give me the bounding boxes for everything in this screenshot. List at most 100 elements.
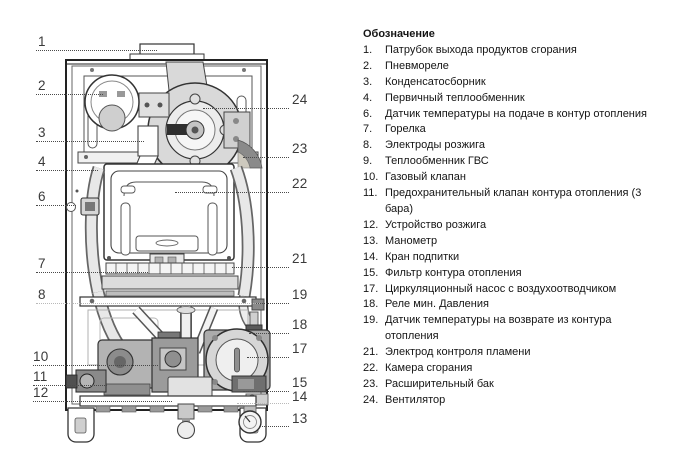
leader-line [203,108,289,109]
legend-item: 17.Циркуляционный насос с воздухоотводчи… [363,282,657,298]
leader-line [36,170,98,171]
leader-line [36,141,144,142]
legend-item-number: 3. [363,75,373,88]
filter-drawing [231,375,267,393]
legend-item: 19. Датчик температуры на возврате из кон… [363,313,657,345]
legend-item-text: Конденсатосборник [385,75,486,88]
manifold-drawing [97,339,157,396]
air-pressure-switch-drawing [84,74,170,132]
callout-14: 14 [292,389,308,404]
callout-4: 4 [38,154,46,169]
leader-line [33,365,158,366]
callout-15: 15 [292,375,308,390]
legend-item: 3. Конденсатосборник [363,75,657,91]
legend-item-text: Теплообменник ГВС [385,155,489,168]
leader-line [232,267,289,268]
legend-item: 1.Патрубок выхода продуктов сгорания [363,43,657,59]
callout-11: 11 [33,369,48,384]
divider-rail-drawing [79,296,257,307]
callout-2: 2 [38,78,46,93]
legend-item-number: 22. [363,362,379,375]
leader-line [247,357,289,358]
combustion-chamber-drawing [103,163,235,261]
legend-item-text: Манометр [385,234,438,247]
leader-line [36,303,260,304]
legend-item-number: 11. [363,187,378,200]
callout-3: 3 [38,125,46,140]
callout-24: 24 [292,92,308,107]
legend-item-number: 1. [363,43,373,56]
legend-item: 14. Кран подпитки [363,250,657,266]
legend-item-text: Газовый клапан [385,171,466,184]
legend-item-number: 7. [363,123,373,136]
legend-item: 4. Первичный теплообменник [363,91,657,107]
safety-valve-drawing [65,369,107,393]
legend-item: 6.Датчик температуры на подаче в контур … [363,107,657,123]
legend-item-number: 18. [363,298,379,311]
legend-item-text: Электроды розжига [385,139,485,152]
fan-drawing [147,61,251,178]
legend-item-text: Первичный теплообменник [385,91,525,104]
legend-item-number: 8. [363,139,373,152]
legend-item-number: 19. [363,314,379,327]
callout-22: 22 [292,176,308,191]
legend-item: 18.Реле мин. Давления [363,297,657,313]
legend-item: 12. Устройство розжига [363,218,657,234]
leader-line [175,192,289,193]
boiler-diagram [65,43,271,443]
flue-outlet-drawing [129,43,205,61]
leader-line [36,205,76,206]
legend-item-text: Датчик температуры на подаче в контур от… [385,107,647,120]
callout-8: 8 [38,287,46,302]
legend-title: Обозначение [363,28,435,40]
legend-item-number: 4. [363,91,373,104]
callout-17: 17 [292,341,308,356]
leader-line [249,333,289,334]
callout-19: 19 [292,287,308,302]
legend-item-number: 21. [363,346,379,359]
leader-line [33,401,172,402]
legend-item-text: Горелка [385,123,426,136]
legend-item-number: 23. [363,377,379,390]
flow-temp-sensor-drawing [66,189,100,216]
legend-item: 11.Предохранительный клапан контура отоп… [363,186,657,218]
leader-line [243,157,289,158]
legend-item-number: 9. [363,155,373,168]
legend-item-number: 14. [363,250,379,263]
legend-item-number: 12. [363,218,379,231]
leader-line [36,272,148,273]
legend-item-text: Электрод контроля пламени [385,346,531,359]
callout-6: 6 [38,189,46,204]
callout-10: 10 [33,349,49,364]
legend-item-number: 2. [363,59,373,72]
callout-7: 7 [38,256,46,271]
callout-1: 1 [38,34,46,49]
burner-drawing [101,253,239,297]
legend-item-number: 13. [363,234,379,247]
callout-21: 21 [292,251,308,266]
legend-item-number: 17. [363,282,379,295]
legend-item: 2.Пневмореле [363,59,657,75]
legend-item-text: Кран подпитки [385,250,460,263]
feet-drawing [67,407,267,443]
legend-item: 22.Камера сгорания [363,361,657,377]
legend-item: 13. Манометр [363,234,657,250]
legend-item-text: Датчик температуры на возврате из контур… [385,314,612,343]
expansion-tank-drawing [237,139,263,169]
legend-item-text: Расширительный бак [385,377,494,390]
leader-line [243,391,289,392]
callout-23: 23 [292,141,308,156]
leader-line [33,385,107,386]
legend-item-text: Устройство розжига [385,218,487,231]
callout-18: 18 [292,317,308,332]
leader-line [256,303,289,304]
legend: Обозначение 1.Патрубок выхода продуктов … [363,27,657,409]
leader-line [259,426,289,427]
legend-item: 9. Теплообменник ГВС [363,154,657,170]
drain-valve-drawing [176,403,196,440]
legend-item-number: 24. [363,393,379,406]
legend-item: 10.Газовый клапан [363,170,657,186]
legend-item: 23. Расширительный бак [363,377,657,393]
legend-item-text: Фильтр контура отопления [385,266,522,279]
